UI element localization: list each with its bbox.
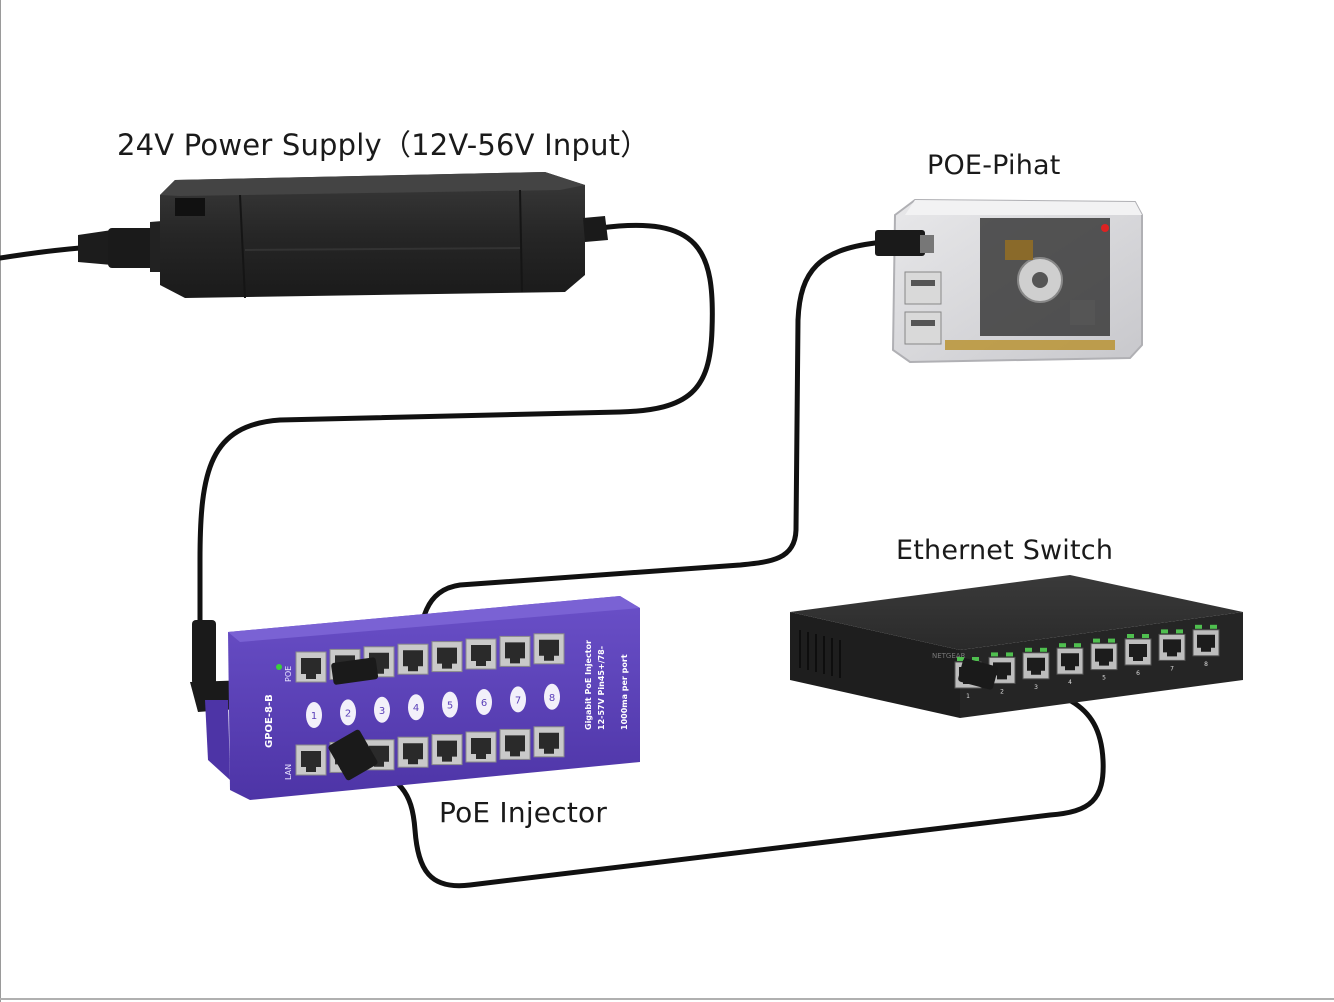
bottom-edge-line (0, 998, 1334, 1000)
injector-port-badge (340, 699, 356, 726)
switch-port-number: 3 (1034, 684, 1038, 691)
injector-led (276, 664, 282, 670)
poe-injector: 1 2 3 4 5 6 7 8 POE LAN GPOE-8-B Gigabit PoE In… (190, 596, 640, 800)
psu-dc-cable (197, 222, 715, 643)
switch-port-number: 2 (1000, 688, 1004, 695)
injector-port-badge (374, 696, 390, 723)
injector-spec-line1: Gigabit PoE Injector (584, 640, 593, 730)
injector-port-badge (544, 683, 560, 710)
injector-port-badge (510, 686, 526, 713)
injector-port-number: 5 (447, 701, 453, 712)
ethernet-switch: NETGEAR 1 2 3 4 5 6 7 8 (790, 575, 1243, 718)
injector-poe-label: POE (284, 666, 293, 682)
pihat-label: POE-Pihat (927, 150, 1061, 181)
injector-port-number: 6 (481, 698, 487, 709)
injector-port-number: 1 (311, 711, 317, 722)
switch-brand: NETGEAR (932, 652, 966, 660)
injector-port-numbers: 1 2 3 4 5 6 7 8 (306, 683, 560, 728)
injector-port-number: 2 (345, 708, 351, 719)
injector-port-badge (476, 689, 492, 715)
switch-label: Ethernet Switch (896, 535, 1114, 566)
power-supply (78, 172, 608, 299)
injector-spec-line2: 12-57V Pin45+/78- (597, 646, 606, 730)
raspberry-pi-pihat (875, 198, 1143, 364)
injector-model: GPOE-8-B (264, 694, 275, 748)
left-edge-line (0, 0, 1, 1002)
injector-port-number: 8 (549, 693, 555, 704)
injector-lan-label: LAN (284, 764, 293, 780)
switch-lan-cable (357, 675, 1106, 889)
switch-port-number: 7 (1170, 665, 1174, 672)
switch-port-number: 4 (1068, 679, 1072, 686)
power-supply-label: 24V Power Supply（12V-56V Input） (117, 128, 650, 162)
injector-port-number: 3 (379, 706, 385, 717)
injector-port-badge (408, 694, 424, 721)
injector-port-number: 4 (413, 703, 419, 714)
injector-lan-ports (295, 726, 565, 776)
switch-port-number: 6 (1136, 670, 1140, 677)
switch-port-number: 5 (1102, 675, 1106, 682)
switch-plug (958, 658, 998, 690)
injector-label: PoE Injector (439, 796, 608, 829)
injector-port-badge (442, 691, 458, 718)
injector-port-number: 7 (515, 695, 521, 706)
injector-spec-line3: 1000ma per port (620, 654, 629, 730)
injector-port-badge (306, 702, 322, 728)
switch-port-number: 8 (1204, 661, 1208, 668)
switch-port-number: 1 (966, 693, 970, 700)
